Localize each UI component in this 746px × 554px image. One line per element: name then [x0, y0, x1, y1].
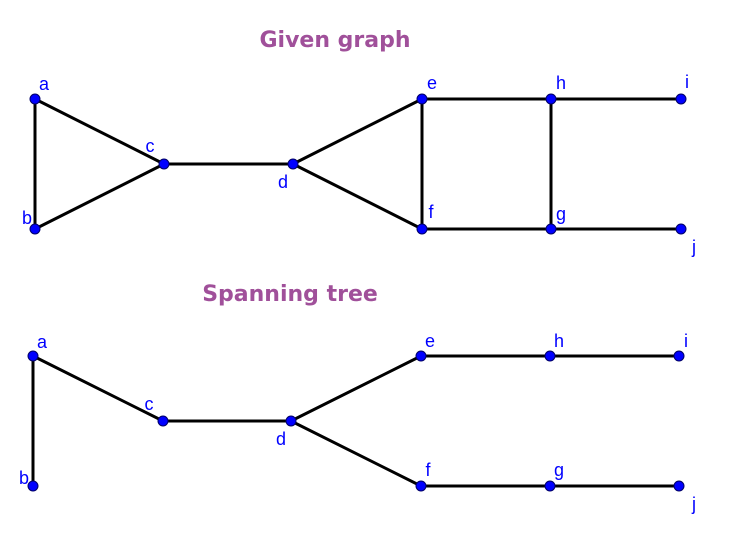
given-vertex-i [675, 93, 687, 105]
given-vertex-d [287, 158, 299, 170]
spanning-edge-d-e [289, 354, 423, 423]
spanning-vertex-label-f: f [425, 460, 431, 480]
given-vertex-label-d: d [278, 172, 288, 192]
given-vertex-h [545, 93, 557, 105]
spanning-vertex-label-g: g [554, 460, 564, 480]
given-vertex-label-j: j [691, 237, 696, 257]
given-vertex-label-g: g [556, 204, 566, 224]
given-edge-a-c [33, 97, 166, 166]
spanning-vertex-label-a: a [37, 332, 48, 352]
spanning-vertex-label-h: h [554, 331, 564, 351]
given-vertex-label-f: f [428, 202, 434, 222]
given-graph-diagram: a b c d e f h g i j [22, 72, 696, 257]
spanning-vertex-label-b: b [19, 468, 29, 488]
spanning-edge-d-f [289, 419, 423, 488]
given-vertex-j [675, 223, 687, 235]
given-vertex-f [416, 223, 428, 235]
given-edge-d-f [291, 162, 424, 231]
spanning-vertex-label-j: j [691, 494, 696, 514]
given-vertex-e [416, 93, 428, 105]
given-vertex-label-h: h [556, 73, 566, 93]
spanning-vertex-h [544, 350, 556, 362]
spanning-vertex-d [285, 415, 297, 427]
spanning-tree-title: Spanning tree [202, 282, 378, 307]
given-vertex-label-c: c [146, 136, 155, 156]
given-vertex-b [29, 223, 41, 235]
given-edge-b-c [33, 162, 166, 231]
given-vertex-label-i: i [685, 72, 689, 92]
given-vertex-label-b: b [22, 208, 32, 228]
spanning-vertex-e [415, 350, 427, 362]
spanning-tree-diagram: a b c d e f h g i j [19, 331, 696, 514]
spanning-vertex-label-d: d [276, 429, 286, 449]
spanning-vertex-b [27, 480, 39, 492]
given-graph-title: Given graph [259, 28, 410, 53]
spanning-vertex-label-i: i [684, 331, 688, 351]
given-vertex-label-e: e [427, 73, 437, 93]
given-vertex-g [545, 223, 557, 235]
spanning-edge-a-c [31, 354, 165, 423]
spanning-vertex-g [544, 480, 556, 492]
given-vertex-a [29, 93, 41, 105]
spanning-vertex-label-e: e [425, 331, 435, 351]
spanning-vertex-a [27, 350, 39, 362]
spanning-vertex-i [673, 350, 685, 362]
given-edge-d-e [291, 97, 424, 166]
given-vertex-c [158, 158, 170, 170]
spanning-vertex-j [673, 480, 685, 492]
given-vertex-label-a: a [39, 74, 50, 94]
spanning-vertex-f [415, 480, 427, 492]
spanning-vertex-c [157, 415, 169, 427]
spanning-vertex-label-c: c [145, 394, 154, 414]
